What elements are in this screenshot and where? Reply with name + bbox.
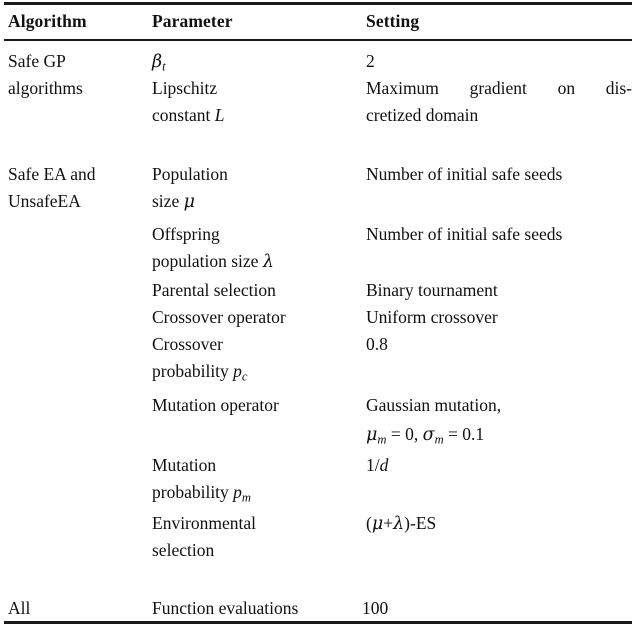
row-parameter-beta-t: βt bbox=[152, 51, 166, 78]
row-setting-gaussian-mutation-line1: Gaussian mutation, bbox=[366, 395, 502, 415]
row-setting-safe-seeds-2: Number of initial safe seeds bbox=[366, 224, 563, 244]
symbol-beta: β bbox=[152, 52, 163, 72]
row-parameter-mutation-prob-line1: Mutation bbox=[152, 455, 217, 475]
row-parameter-population-word: size bbox=[152, 191, 180, 211]
row-algorithm-safe-ea-line1: Safe EA and bbox=[8, 164, 96, 184]
symbol-plus: + bbox=[383, 513, 394, 533]
row-parameter-mutation-operator: Mutation operator bbox=[152, 395, 279, 415]
row-setting-mu-plus-lambda-es: (μ+λ)-ES bbox=[366, 513, 436, 535]
row-parameter-mutation-prob-word: probability bbox=[152, 482, 229, 502]
row-algorithm-safe-gp-line2: algorithms bbox=[8, 78, 83, 98]
row-parameter-lipschitz-word: constant bbox=[152, 105, 211, 125]
row-parameter-offspring-line1: Offspring bbox=[152, 224, 220, 244]
column-header-setting: Setting bbox=[366, 11, 420, 31]
row-parameter-environmental-line2: selection bbox=[152, 540, 215, 560]
symbol-var-L: L bbox=[214, 105, 225, 125]
row-parameter-parental-selection: Parental selection bbox=[152, 280, 276, 300]
symbol-var-d: d bbox=[379, 455, 389, 475]
row-setting-function-evaluations: 100 bbox=[362, 598, 389, 618]
row-parameter-population-line1: Population bbox=[152, 164, 228, 184]
table-header-rule bbox=[4, 39, 632, 41]
row-setting-gaussian-mutation-line2: μm = 0, σm = 0.1 bbox=[366, 424, 484, 451]
row-setting-max-gradient-line1: Maximum gradient on dis- bbox=[366, 78, 632, 98]
symbol-es-suffix: )-ES bbox=[404, 513, 437, 533]
symbol-var-p: p bbox=[233, 361, 242, 381]
row-parameter-crossover-prob-line1: Crossover bbox=[152, 334, 223, 354]
row-parameter-lipschitz-line1: Lipschitz bbox=[152, 78, 218, 98]
symbol-mu-m: μ bbox=[366, 425, 378, 445]
row-parameter-population-line2: size μ bbox=[152, 191, 195, 213]
row-parameter-environmental-line1: Environmental bbox=[152, 513, 257, 533]
symbol-subscript-c: c bbox=[241, 369, 248, 384]
column-header-parameter: Parameter bbox=[152, 11, 233, 31]
row-algorithm-safe-ea-line2: UnsafeEA bbox=[8, 191, 81, 211]
row-setting-one-over-d: 1/d bbox=[366, 455, 388, 476]
symbol-mu-es: μ bbox=[371, 514, 384, 534]
symbol-eq-sigma-m: = 0.1 bbox=[443, 424, 485, 444]
symbol-subscript-t: t bbox=[162, 59, 166, 74]
row-parameter-crossover-prob-word: probability bbox=[152, 361, 229, 381]
row-parameter-offspring-line2: population size λ bbox=[152, 251, 274, 273]
symbol-subscript-m-3: m bbox=[241, 490, 252, 505]
row-setting-crossover-probability: 0.8 bbox=[366, 334, 388, 354]
row-setting-max-gradient-line2: cretized domain bbox=[366, 105, 479, 125]
symbol-var-p-2: p bbox=[233, 482, 242, 502]
symbol-subscript-m-2: m bbox=[434, 432, 444, 447]
symbol-lambda-es: λ bbox=[393, 514, 405, 534]
row-parameter-lipschitz-line2: constant L bbox=[152, 105, 224, 126]
row-setting-binary-tournament: Binary tournament bbox=[366, 280, 498, 300]
row-parameter-mutation-prob-line2: probability pm bbox=[152, 482, 251, 509]
row-parameter-offspring-words: population size bbox=[152, 251, 259, 271]
symbol-lambda: λ bbox=[262, 252, 274, 272]
row-setting-beta-value: 2 bbox=[366, 51, 375, 71]
row-setting-safe-seeds-1: Number of initial safe seeds bbox=[366, 164, 563, 184]
table-top-rule bbox=[4, 2, 632, 5]
symbol-paren-open: ( bbox=[366, 513, 372, 533]
symbol-eq-mu-m: = 0, bbox=[386, 424, 423, 444]
row-algorithm-safe-gp-line1: Safe GP bbox=[8, 51, 66, 71]
row-setting-uniform-crossover: Uniform crossover bbox=[366, 307, 498, 327]
symbol-sigma-m: σ bbox=[422, 425, 435, 445]
symbol-subscript-m-1: m bbox=[377, 432, 387, 447]
row-parameter-function-evaluations: Function evaluations bbox=[152, 598, 299, 618]
row-algorithm-all: All bbox=[8, 598, 31, 618]
row-parameter-crossover-operator: Crossover operator bbox=[152, 307, 286, 327]
row-parameter-crossover-prob-line2: probability pc bbox=[152, 361, 248, 388]
table-bottom-rule bbox=[4, 621, 632, 624]
column-header-algorithm: Algorithm bbox=[8, 11, 87, 31]
symbol-mu: μ bbox=[183, 192, 195, 212]
row-setting-one-over-d-numerator: 1/ bbox=[366, 455, 380, 475]
